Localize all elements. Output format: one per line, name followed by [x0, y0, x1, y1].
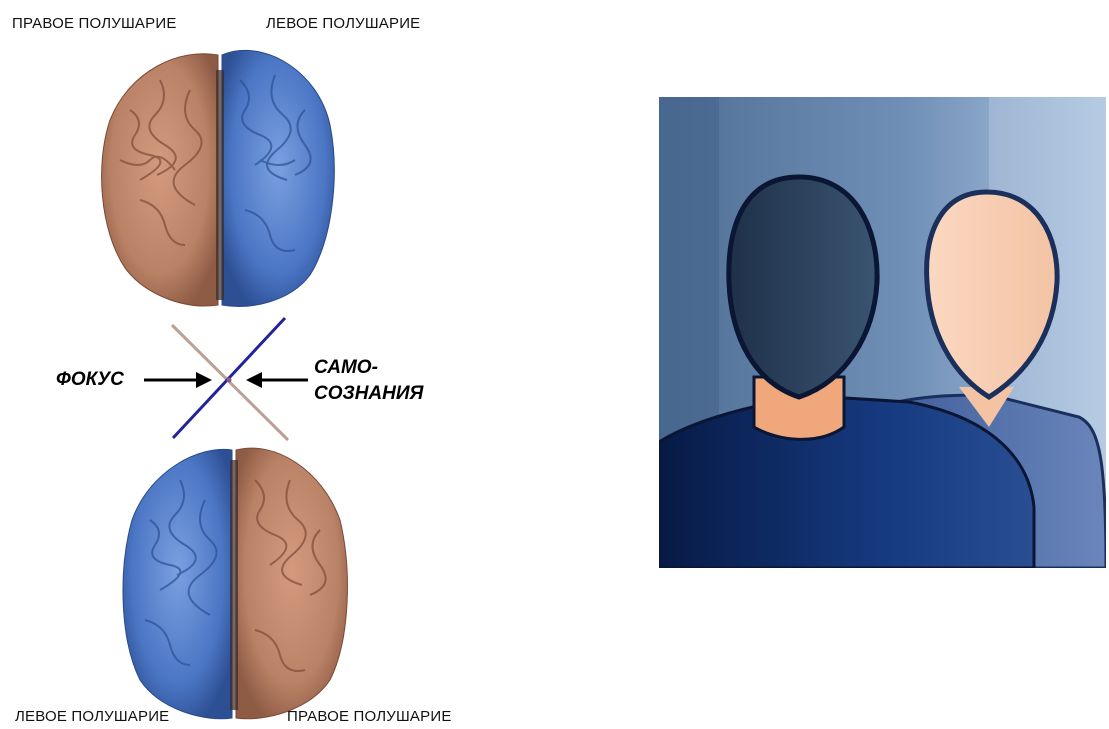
bottom-left-hemisphere-label: ЛЕВОЕ ПОЛУШАРИЕ: [15, 708, 169, 725]
arrow-right-icon: [144, 372, 212, 388]
top-right-hemisphere-label: ПРАВОЕ ПОЛУШАРИЕ: [12, 15, 177, 32]
top-left-hemisphere-blue: [222, 50, 334, 306]
bottom-right-hemisphere-brown: [236, 448, 347, 719]
bottom-left-hemisphere-blue: [123, 449, 232, 718]
focus-label: ФОКУС: [56, 368, 124, 392]
bottom-right-hemisphere-label: ПРАВОЕ ПОЛУШАРИЕ: [287, 708, 452, 725]
top-right-hemisphere-brown: [102, 54, 218, 306]
top-brain: [102, 50, 335, 306]
top-left-hemisphere-label: ЛЕВОЕ ПОЛУШАРИЕ: [266, 15, 420, 32]
bottom-brain: [123, 448, 347, 719]
two-people-icon: [659, 97, 1106, 568]
self-awareness-label-line1: САМО-: [314, 356, 378, 380]
arrow-left-icon: [246, 372, 308, 388]
self-awareness-label-line2: СОЗНАНИЯ: [314, 382, 423, 406]
